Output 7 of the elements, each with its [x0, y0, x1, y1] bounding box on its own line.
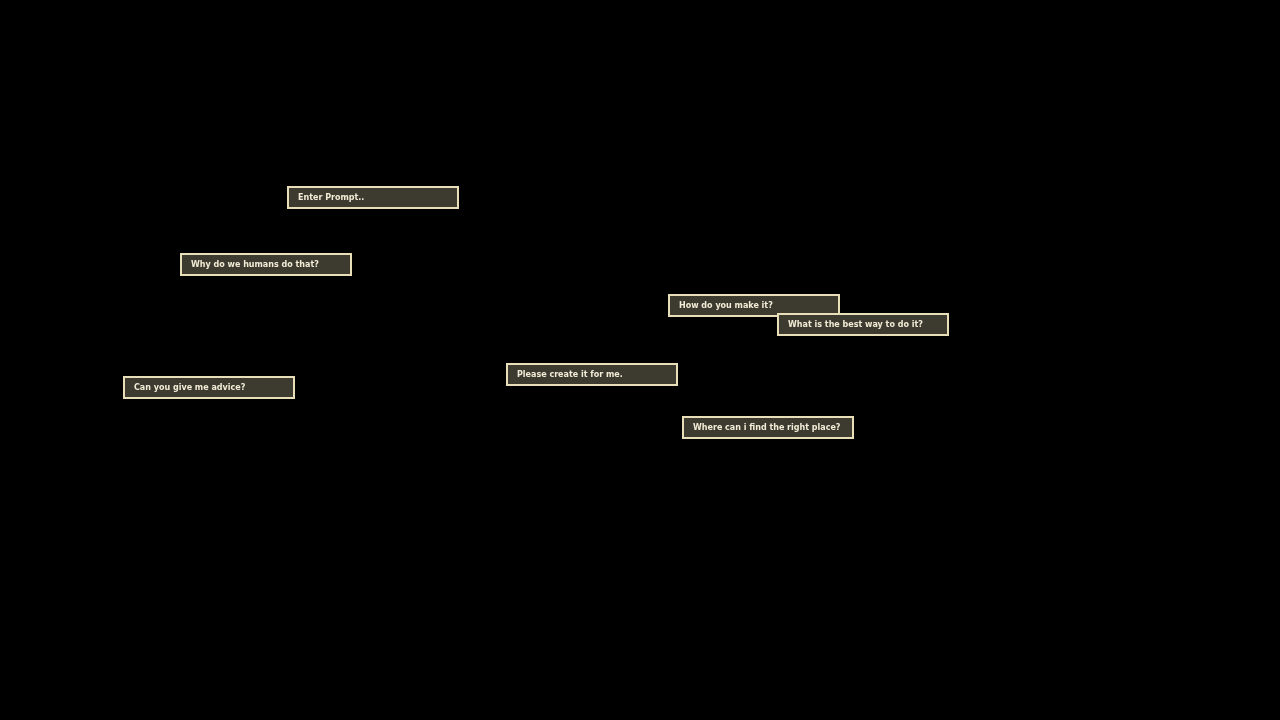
prompt-box: Where can i find the right place?: [682, 416, 854, 439]
prompt-box: What is the best way to do it?: [777, 313, 949, 336]
prompt-box: Enter Prompt..: [287, 186, 459, 209]
prompt-box: Why do we humans do that?: [180, 253, 352, 276]
prompt-box: How do you make it?: [668, 294, 840, 317]
prompt-box: Please create it for me.: [506, 363, 678, 386]
prompt-box: Can you give me advice?: [123, 376, 295, 399]
